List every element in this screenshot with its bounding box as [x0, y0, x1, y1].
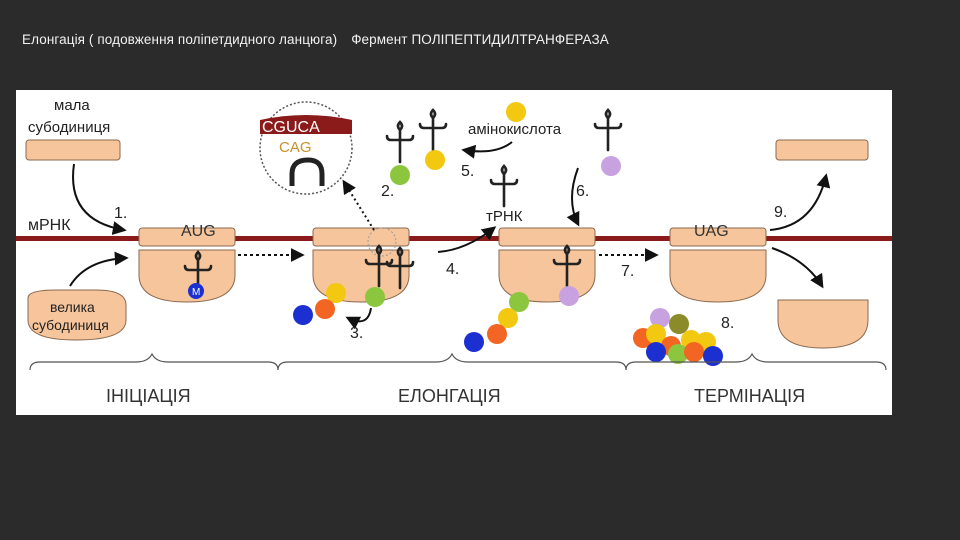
brace-initiation — [30, 354, 278, 370]
methionine-label: M — [192, 287, 200, 298]
slide-title: Елонгація ( подовження поліпетдидного ла… — [22, 32, 623, 47]
free-small-subunit — [26, 140, 120, 160]
aa-yellow-2 — [425, 150, 445, 170]
dissociation-arrow-up — [770, 176, 826, 230]
released-small-subunit — [776, 140, 868, 160]
trna-icon-free — [491, 166, 517, 206]
step-label-1: 1. — [114, 205, 127, 222]
aa-blue-3 — [293, 305, 313, 325]
ribosome-small-2 — [313, 228, 409, 246]
amino-acid-label: амінокислота — [468, 121, 562, 138]
large-subunit-label-line1: велика — [50, 299, 95, 315]
trna-icon-c — [387, 122, 413, 162]
step-label-2: 2. — [381, 183, 394, 200]
ribosome-large-4 — [670, 250, 766, 302]
brace-elongation — [278, 354, 626, 370]
mrna-label: мРНК — [28, 217, 71, 234]
peptide-bond-arrow — [348, 308, 371, 321]
trna-icon-e — [595, 110, 621, 150]
translation-diagram: мала субодиниця мРНК велика субодиниця 1… — [16, 90, 892, 415]
small-subunit-label-line1: мала — [54, 97, 90, 114]
dissociation-arrow-down — [772, 248, 822, 286]
aa-orange-4 — [487, 324, 507, 344]
brace-termination — [626, 354, 886, 370]
stop-codon-label: UAG — [694, 223, 729, 240]
aa-lilac-6 — [601, 156, 621, 176]
phase-initiation: ІНІЦІАЦІЯ — [106, 386, 191, 406]
ribosome-large-1 — [139, 250, 235, 302]
assembly-arrow-large — [70, 258, 126, 286]
step-label-4: 4. — [446, 261, 459, 278]
slide-title-topic: Елонгація ( подовження поліпетдидного ла… — [22, 32, 337, 47]
trna-label: тРНК — [486, 208, 523, 225]
aa-green-2 — [390, 165, 410, 185]
step-label-7: 7. — [621, 263, 634, 280]
phase-termination: ТЕРМІНАЦІЯ — [694, 386, 805, 406]
trna-icon-d — [420, 110, 446, 150]
aa-blue-4 — [464, 332, 484, 352]
step-label-5: 5. — [461, 163, 474, 180]
step-label-8: 8. — [721, 315, 734, 332]
phase-elongation: ЕЛОНГАЦІЯ — [398, 386, 501, 406]
ribosome-small-3 — [499, 228, 595, 246]
step-label-9: 9. — [774, 204, 787, 221]
anticodon-label: CAG — [279, 139, 312, 156]
zoom-arrow — [344, 182, 374, 230]
released-polypeptide — [633, 308, 723, 366]
small-subunit-label-line2: субодиниця — [28, 119, 110, 136]
charging-arrow — [464, 142, 512, 151]
slide-title-enzyme: Фермент ПОЛІПЕПТИДИЛТРАНФЕРАЗА — [351, 32, 609, 47]
aa-lilac-4 — [559, 286, 579, 306]
step-label-3: 3. — [350, 325, 363, 342]
start-codon-label: AUG — [181, 223, 216, 240]
codon-label: CGUCA — [262, 119, 320, 136]
aa-green-3 — [365, 287, 385, 307]
free-amino-acid — [506, 102, 526, 122]
step-label-6: 6. — [576, 183, 589, 200]
aa-orange-3 — [315, 299, 335, 319]
released-large-subunit — [778, 300, 868, 348]
large-subunit-label-line2: субодиниця — [32, 317, 109, 333]
